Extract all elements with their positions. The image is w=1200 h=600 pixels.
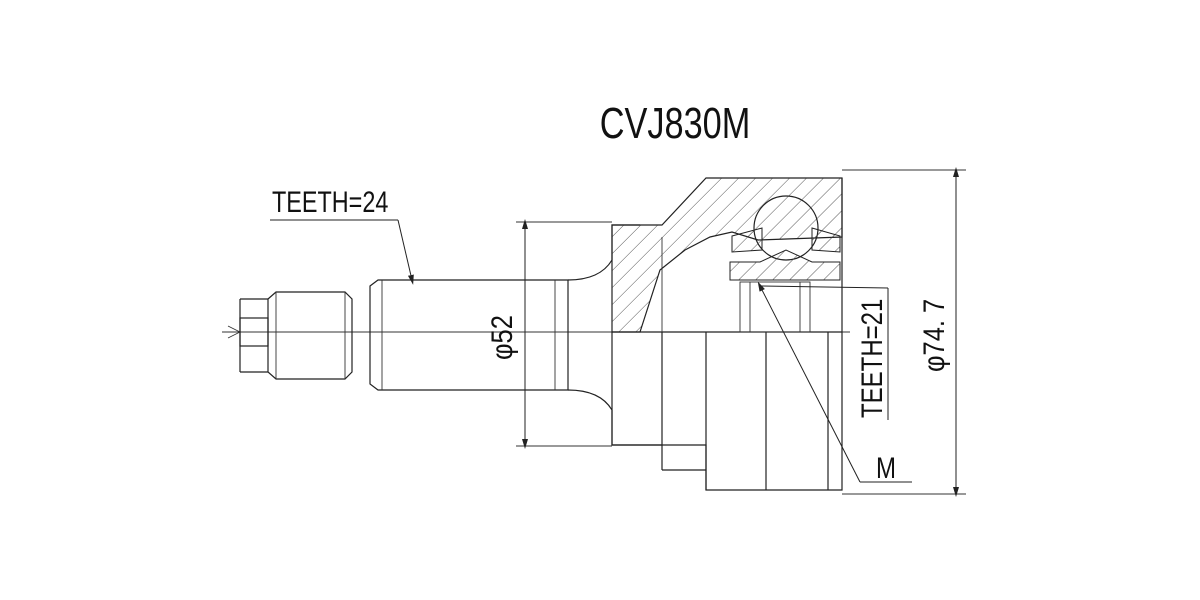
housing-body <box>611 178 843 491</box>
shaft-diameter-label: φ52 <box>485 315 518 360</box>
threaded-end <box>239 291 353 380</box>
shaft-diameter-dimension: φ52 <box>485 219 612 449</box>
mark-m-callout: M <box>757 281 912 485</box>
outer-diameter-label: φ74. 7 <box>917 299 950 372</box>
part-number-title: CVJ830M <box>600 99 751 148</box>
splined-shaft <box>369 279 569 391</box>
teeth-inner-label: TEETH=21 <box>854 299 888 418</box>
teeth-outer-callout: TEETH=24 <box>270 185 414 285</box>
mark-m-label: M <box>876 450 896 484</box>
outer-diameter-dimension: φ74. 7 <box>842 167 966 497</box>
teeth-outer-label: TEETH=24 <box>272 185 388 218</box>
housing-section <box>611 177 843 333</box>
teeth-inner-callout: TEETH=21 <box>759 285 889 420</box>
